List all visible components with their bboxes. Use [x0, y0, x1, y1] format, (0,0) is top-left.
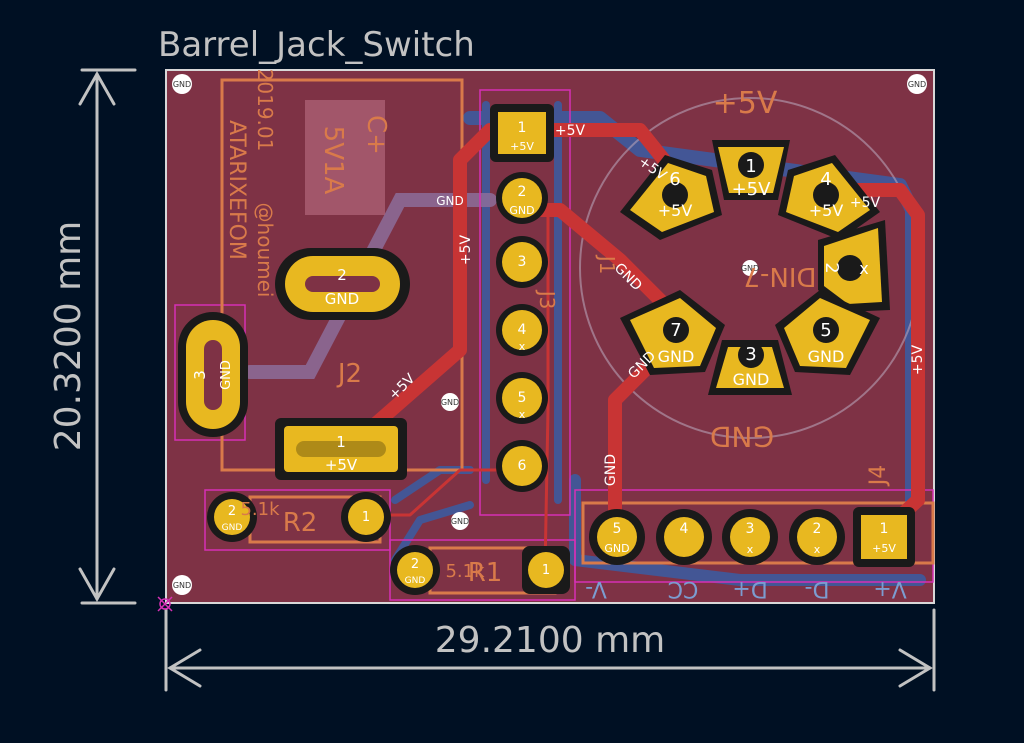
din-pad-6-num: 6 — [669, 169, 680, 190]
trace-label-5v: +5V — [555, 123, 586, 139]
usb-label-dplus: D+ — [732, 576, 767, 601]
r2-reference: R2 — [283, 508, 318, 538]
j3-pad-3-num: 3 — [518, 254, 527, 270]
r2-pad-2-net: GND — [222, 523, 243, 533]
din-gnd-label: GND — [710, 420, 774, 453]
hole-label: GND — [451, 517, 469, 526]
din-pad-5-num: 5 — [820, 320, 831, 341]
trace-label-5v: +5V — [458, 234, 474, 265]
j4-footprint — [589, 507, 915, 567]
j3-pad-5-net: x — [519, 408, 526, 421]
r1-pad-1-num: 1 — [542, 563, 550, 578]
hole-label: GND — [173, 80, 191, 89]
height-dimension — [78, 68, 137, 605]
hole-label: GND — [908, 80, 926, 89]
resistor-footprints — [207, 492, 570, 595]
din-plus5v-label: +5V — [713, 86, 778, 121]
usb-label-cc: CC — [668, 576, 699, 601]
j4-pad-1-num: 1 — [880, 521, 889, 537]
j4-pad-3-net: x — [747, 543, 754, 556]
j2-pad-2-num: 2 — [337, 266, 347, 284]
j4-reference: J4 — [866, 465, 891, 488]
j2-pad-1-net: +5V — [325, 456, 358, 474]
r1-reference: R1 — [468, 558, 503, 588]
j2-reference: J2 — [336, 359, 362, 389]
din-pad-2-num: 2 — [821, 262, 842, 273]
j4-pad-1-net: +5V — [872, 542, 896, 555]
courtyards — [174, 89, 934, 601]
r2-pad-2-num: 2 — [228, 504, 236, 519]
j4-pad-5-net: GND — [604, 542, 629, 555]
j1-reference: J1 — [595, 254, 619, 275]
j2-footprint — [178, 248, 410, 480]
j3-pad-5-num: 5 — [518, 390, 527, 406]
trace-label-gnd: GND — [436, 194, 464, 208]
din-reference: DIN-7 — [743, 261, 816, 291]
board-title: Barrel_Jack_Switch — [158, 25, 475, 65]
mounting-holes — [172, 74, 927, 595]
j3-pad-2-net: GND — [509, 204, 534, 217]
silk-back-5v1a: 5V1A — [318, 126, 348, 195]
width-dimension — [164, 608, 936, 692]
silk-back-name: ATARIXEFOM — [224, 120, 249, 260]
hole-label: GND — [173, 581, 191, 590]
j2-pad-1-num: 1 — [336, 433, 346, 451]
silk-back-cplus: C+ — [361, 115, 391, 155]
j4-pad-5-num: 5 — [613, 521, 622, 537]
r2-pad-1-num: 1 — [362, 510, 370, 525]
j2-pad-2-net: GND — [325, 290, 359, 308]
j3-pad-1-net: +5V — [510, 140, 534, 153]
width-dimension-label: 29.2100 mm — [435, 620, 665, 661]
trace-label-gnd: GND — [603, 454, 619, 486]
r1-pad-2-num: 2 — [411, 557, 419, 572]
j4-pad-3-num: 3 — [746, 521, 755, 537]
j4-pad-2-num: 2 — [813, 521, 822, 537]
j2-pad-3-num: 3 — [191, 370, 209, 380]
din-pad-5-net: GND — [808, 347, 845, 366]
r1-pad-2-net: GND — [405, 576, 426, 586]
din-pad-2-net: x — [859, 259, 868, 278]
trace-label-5v: +5V — [850, 195, 881, 211]
j4-pad-4-num: 4 — [680, 521, 689, 537]
j2-pad-3-net: GND — [219, 360, 234, 390]
din-pad-4-net: +5V — [809, 201, 844, 220]
r1-value: 5.1k — [445, 561, 485, 582]
din-pad-3-num: 3 — [745, 344, 756, 365]
j3-pad-4-num: 4 — [518, 322, 527, 338]
j3-reference: J3 — [535, 289, 559, 310]
silk-back-handle: @houmei — [253, 203, 277, 298]
hole-label: GND — [441, 398, 459, 407]
back-5v-box — [305, 100, 385, 215]
j3-pad-6-num: 6 — [518, 458, 527, 474]
trace-label-5v: +5V — [910, 344, 926, 375]
din-pad-3-net: GND — [733, 370, 770, 389]
din-pad-6-net: +5V — [658, 201, 693, 220]
usb-label-vplus: V+ — [873, 576, 906, 601]
din-pad-1-net: +5V — [732, 179, 772, 200]
silk-back-number: 2019.01 — [253, 69, 277, 152]
din-pad-7-net: GND — [658, 347, 695, 366]
board-outline — [165, 69, 935, 604]
height-dimension-label: 20.3200 mm — [48, 221, 89, 451]
j3-pad-1-num: 1 — [518, 120, 527, 136]
origin-marker — [157, 596, 173, 612]
usb-label-vminus: V- — [585, 576, 607, 601]
usb-label-dminus: D- — [805, 576, 830, 601]
din-pad-7-num: 7 — [670, 320, 681, 341]
din-pad-4-num: 4 — [820, 169, 831, 190]
r2-value: 5.1k — [240, 499, 280, 520]
din-pad-1-num: 1 — [745, 156, 756, 177]
j3-pad-2-num: 2 — [518, 184, 527, 200]
j3-pad-4-net: x — [519, 340, 526, 353]
din-footprint — [620, 140, 890, 395]
j3-footprint — [490, 104, 554, 492]
j4-pad-2-net: x — [814, 543, 821, 556]
hole-label: GND — [741, 264, 759, 273]
